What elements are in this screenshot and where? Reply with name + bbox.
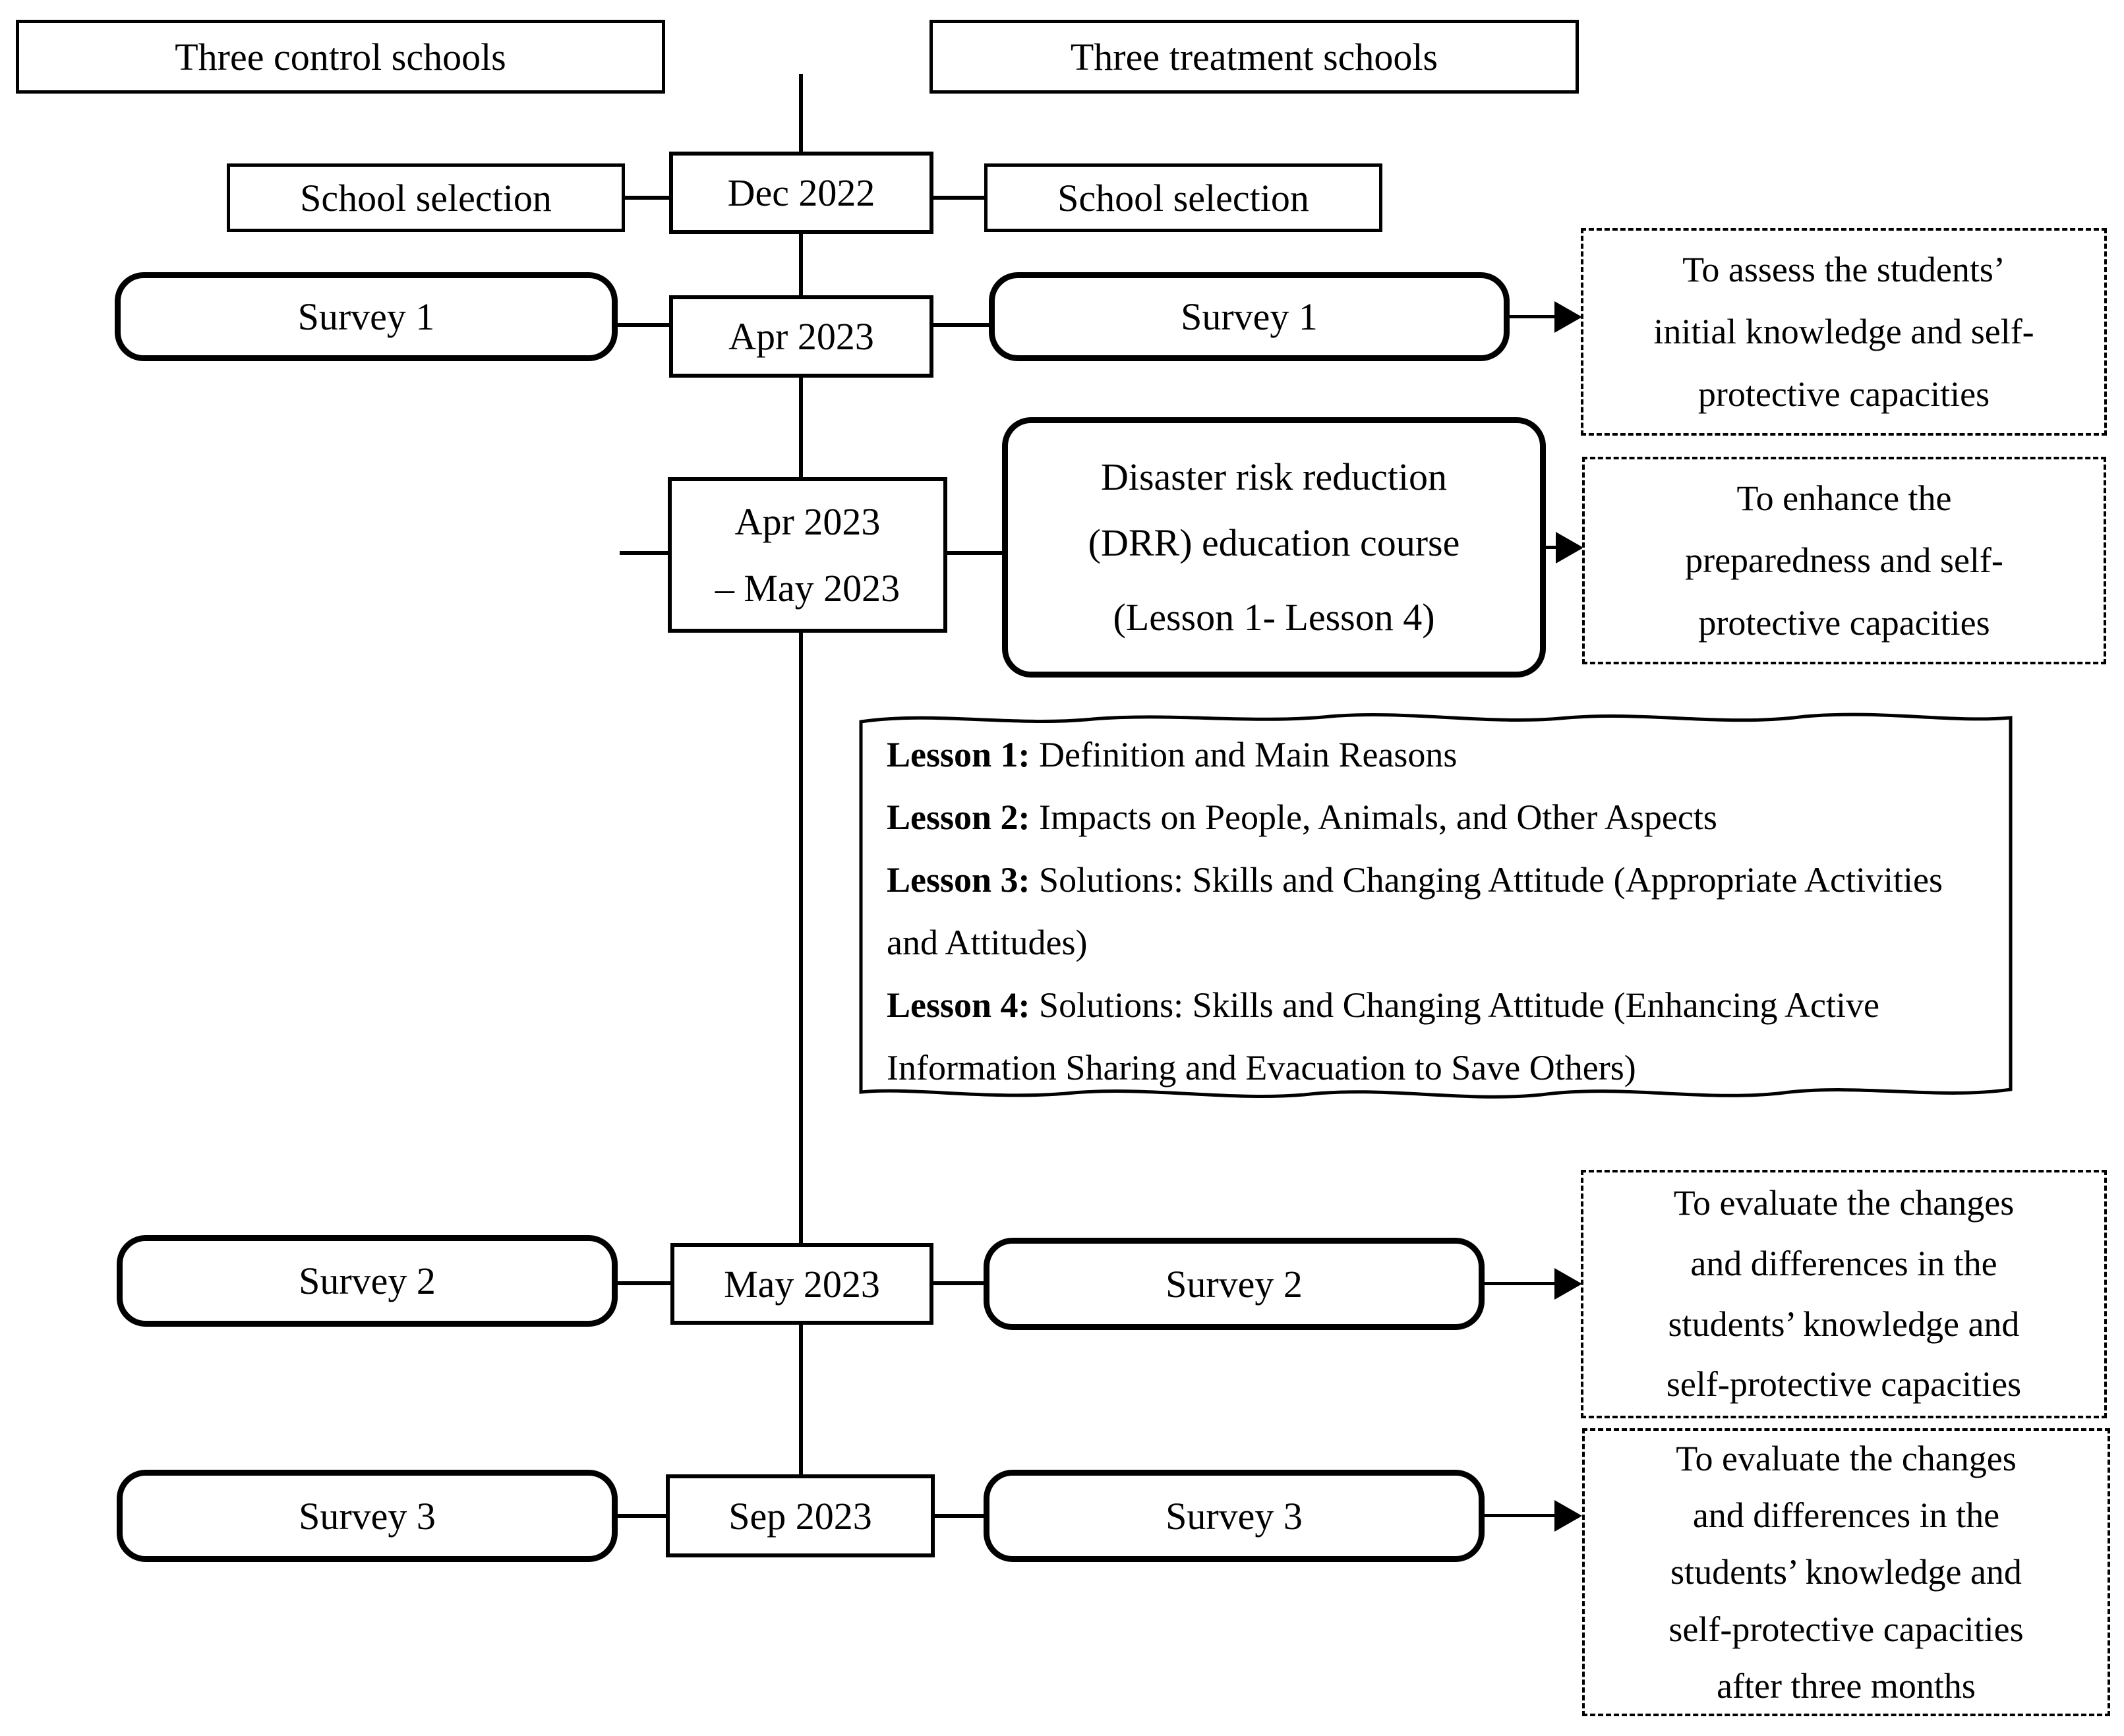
connector-survey1-left xyxy=(618,323,669,327)
control-schools-header: Three control schools xyxy=(16,20,665,94)
date-dec-2022-box: Dec 2022 xyxy=(669,152,933,234)
survey1-control-box: Survey 1 xyxy=(115,272,618,361)
date-sep-2023-label: Sep 2023 xyxy=(728,1494,872,1538)
survey3-treatment-label: Survey 3 xyxy=(1165,1494,1303,1538)
survey1-control-label: Survey 1 xyxy=(297,295,435,338)
connector-survey2-left xyxy=(618,1281,670,1285)
connector-survey2-right xyxy=(933,1281,984,1285)
date-apr-may-2023-box: Apr 2023 – May 2023 xyxy=(668,477,947,633)
date-may-2023-box: May 2023 xyxy=(670,1243,933,1325)
goal-assess-text: To assess the students’ initial knowledg… xyxy=(1653,249,2034,414)
goal-evaluate-box: To evaluate the changes and differences … xyxy=(1581,1170,2107,1418)
arrow-survey3-shaft xyxy=(1485,1514,1557,1517)
connector-survey3-left xyxy=(618,1514,666,1518)
lesson-3-text: Solutions: Skills and Changing Attitude … xyxy=(887,860,1943,962)
lesson-1-item: Lesson 1: Definition and Main Reasons xyxy=(887,724,1984,786)
arrow-survey1-head-icon xyxy=(1554,301,1582,333)
date-apr-2023-box: Apr 2023 xyxy=(669,295,933,378)
lesson-1-text: Definition and Main Reasons xyxy=(1030,735,1458,774)
arrow-survey3-head-icon xyxy=(1554,1500,1582,1532)
school-selection-treatment-box: School selection xyxy=(984,163,1382,232)
lesson-3-label: Lesson 3: xyxy=(887,860,1030,900)
goal-assess-box: To assess the students’ initial knowledg… xyxy=(1581,228,2107,436)
drr-course-subtitle: (Lesson 1- Lesson 4) xyxy=(1113,596,1435,639)
arrow-course-head-icon xyxy=(1556,532,1583,564)
survey3-control-box: Survey 3 xyxy=(117,1470,618,1562)
date-may-2023-label: May 2023 xyxy=(724,1262,880,1306)
survey2-treatment-box: Survey 2 xyxy=(984,1238,1485,1330)
survey3-treatment-box: Survey 3 xyxy=(984,1470,1485,1562)
lesson-4-text: Solutions: Skills and Changing Attitude … xyxy=(887,985,1879,1087)
lesson-2-text: Impacts on People, Animals, and Other As… xyxy=(1030,797,1717,837)
survey1-treatment-label: Survey 1 xyxy=(1181,295,1318,338)
connector-selection-right xyxy=(933,196,984,200)
date-dec-2022-label: Dec 2022 xyxy=(727,171,875,214)
drr-course-box: Disaster risk reduction (DRR) education … xyxy=(1002,417,1546,678)
survey3-control-label: Survey 3 xyxy=(299,1494,436,1538)
date-apr-may-2023-label: Apr 2023 – May 2023 xyxy=(715,500,900,610)
lesson-4-item: Lesson 4: Solutions: Skills and Changing… xyxy=(887,974,1984,1099)
drr-course-title: Disaster risk reduction (DRR) education … xyxy=(1088,455,1460,564)
goal-evaluate-3months-text: To evaluate the changes and differences … xyxy=(1668,1438,2024,1706)
connector-selection-left xyxy=(625,196,669,200)
timeline-line xyxy=(799,74,803,1474)
school-selection-control-box: School selection xyxy=(227,163,625,232)
lesson-2-label: Lesson 2: xyxy=(887,797,1030,837)
goal-enhance-text: To enhance the preparedness and self- pr… xyxy=(1685,478,2003,643)
goal-evaluate-text: To evaluate the changes and differences … xyxy=(1666,1182,2022,1404)
goal-evaluate-3months-box: To evaluate the changes and differences … xyxy=(1582,1428,2110,1716)
connector-course xyxy=(947,551,1002,555)
connector-survey1-right xyxy=(933,323,989,327)
connector-survey3-right xyxy=(935,1514,984,1518)
date-sep-2023-box: Sep 2023 xyxy=(666,1474,935,1557)
lessons-box-border xyxy=(859,712,2013,1099)
date-apr-2023-label: Apr 2023 xyxy=(728,315,874,358)
survey1-treatment-box: Survey 1 xyxy=(989,272,1510,361)
arrow-survey2-shaft xyxy=(1485,1282,1557,1285)
survey2-control-box: Survey 2 xyxy=(117,1235,618,1327)
lessons-list: Lesson 1: Definition and Main Reasons Le… xyxy=(887,724,1984,1099)
lesson-2-item: Lesson 2: Impacts on People, Animals, an… xyxy=(887,786,1984,849)
control-schools-label: Three control schools xyxy=(175,35,506,78)
treatment-schools-label: Three treatment schools xyxy=(1070,35,1438,78)
school-selection-control-label: School selection xyxy=(300,176,552,219)
arrow-survey2-head-icon xyxy=(1554,1268,1582,1300)
goal-enhance-box: To enhance the preparedness and self- pr… xyxy=(1582,457,2106,664)
arrow-course-shaft xyxy=(1546,546,1557,549)
stub-aprmay-left xyxy=(620,551,668,555)
survey2-control-label: Survey 2 xyxy=(299,1259,436,1302)
survey2-treatment-label: Survey 2 xyxy=(1165,1262,1303,1306)
arrow-survey1-shaft xyxy=(1510,315,1557,318)
lesson-3-item: Lesson 3: Solutions: Skills and Changing… xyxy=(887,849,1984,974)
school-selection-treatment-label: School selection xyxy=(1057,176,1309,219)
lesson-1-label: Lesson 1: xyxy=(887,735,1030,774)
lesson-4-label: Lesson 4: xyxy=(887,985,1030,1025)
treatment-schools-header: Three treatment schools xyxy=(929,20,1579,94)
